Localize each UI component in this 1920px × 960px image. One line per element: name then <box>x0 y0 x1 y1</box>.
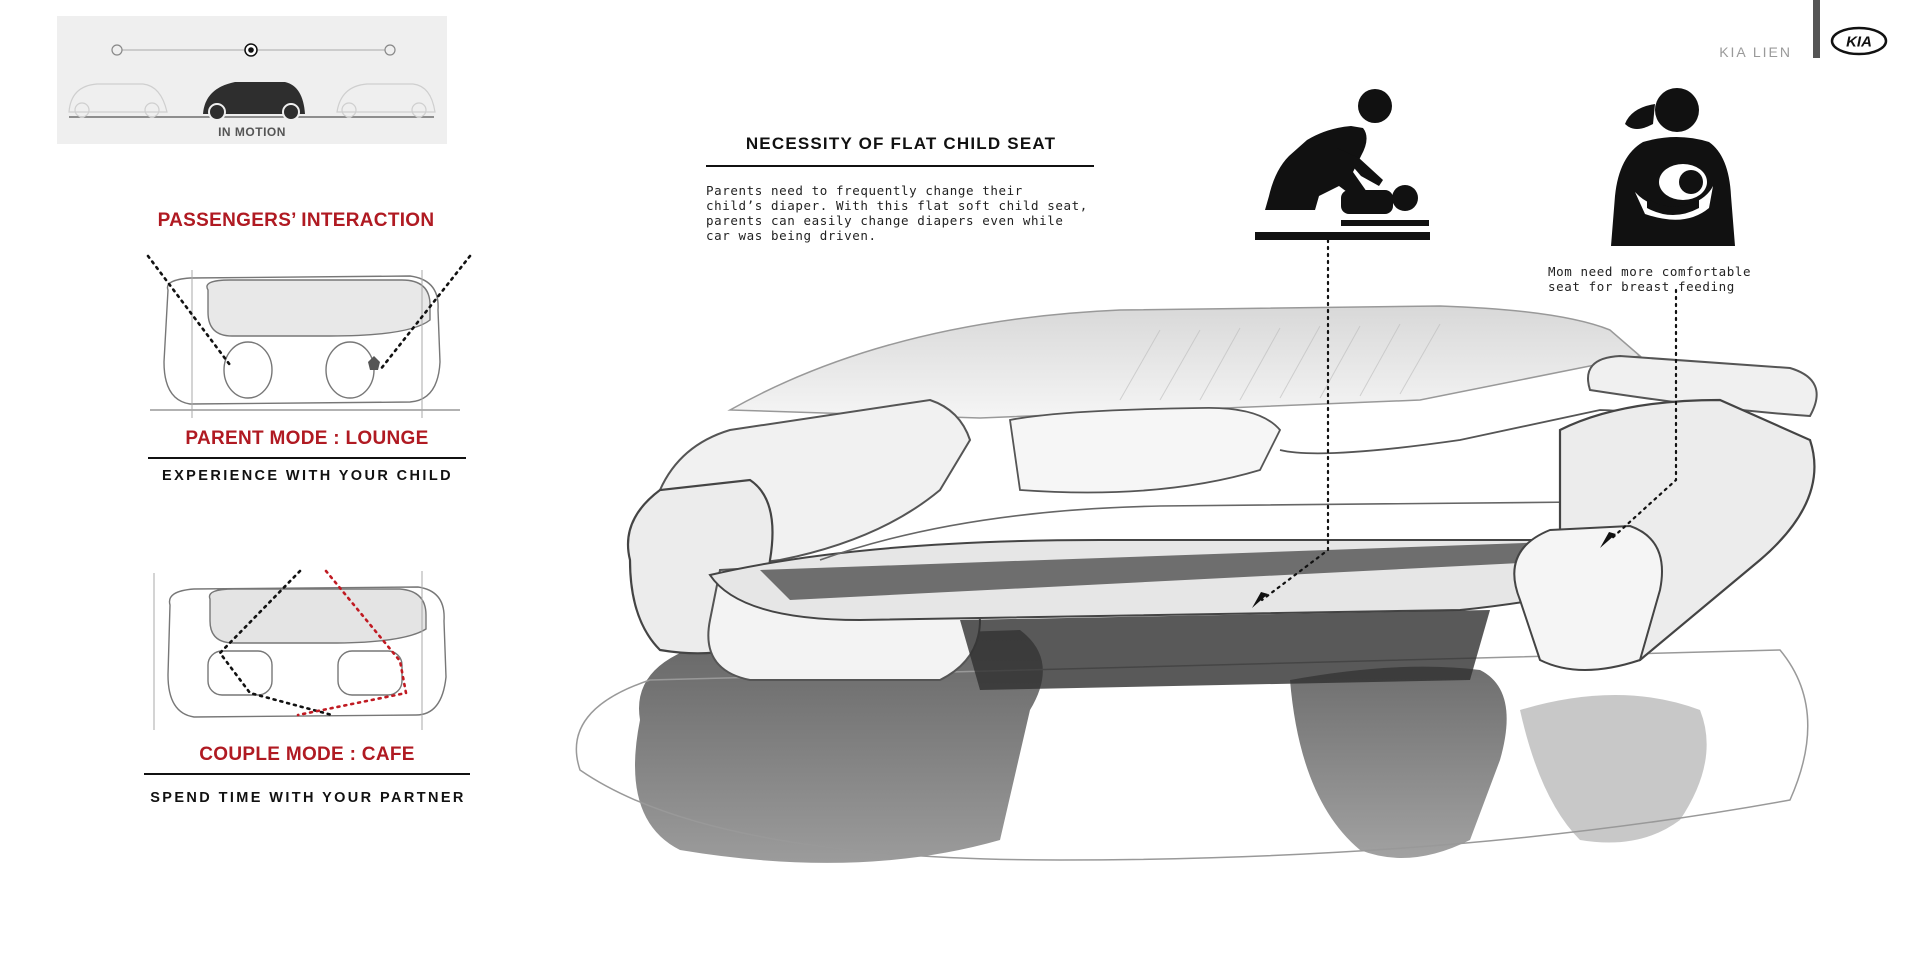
ghost-car-right-icon <box>336 83 436 118</box>
couple-mode-title: COUPLE MODE : CAFE <box>199 744 415 765</box>
child-seat-mark-icon <box>368 356 380 370</box>
active-car-icon <box>203 82 305 121</box>
brand-divider <box>1813 0 1820 58</box>
diaper-change-icon <box>1255 89 1430 240</box>
motion-timeline-card: IN MOTION <box>57 16 447 144</box>
parent-mode-divider <box>148 457 466 459</box>
motion-timeline-graphic <box>68 43 436 121</box>
motion-label: IN MOTION <box>218 125 286 139</box>
parent-mode-subtitle: EXPERIENCE WITH YOUR CHILD <box>162 468 453 484</box>
passengers-interaction-title: PASSENGERS’ INTERACTION <box>157 210 435 231</box>
breastfeeding-mom-icon <box>1611 88 1735 246</box>
flat-seat-divider <box>706 165 1094 167</box>
brand-name: KIA LIEN <box>1719 44 1792 60</box>
diaper-arrow-icon <box>1252 592 1268 608</box>
couple-mode-floorplan-sketch <box>153 569 447 730</box>
timeline-step-3 <box>384 44 396 56</box>
couple-mode-subtitle: SPEND TIME WITH YOUR PARTNER <box>150 790 466 806</box>
car-interior-sketch <box>575 240 1818 863</box>
mom-arrow-icon <box>1600 532 1616 548</box>
ghost-car-left-icon <box>68 83 168 118</box>
parent-mode-floorplan-sketch <box>146 254 472 418</box>
flat-seat-title: NECESSITY OF FLAT CHILD SEAT <box>745 134 1057 153</box>
parent-mode-title: PARENT MODE : LOUNGE <box>185 428 429 449</box>
kia-logo-icon: KIA <box>1830 26 1888 56</box>
timeline-step-1 <box>111 44 123 56</box>
svg-text:KIA: KIA <box>1846 34 1872 51</box>
couple-mode-divider <box>144 773 470 775</box>
mom-caption: Mom need more comfortable seat for breas… <box>1548 264 1752 294</box>
flat-seat-description: Parents need to frequently change their … <box>706 183 1088 243</box>
